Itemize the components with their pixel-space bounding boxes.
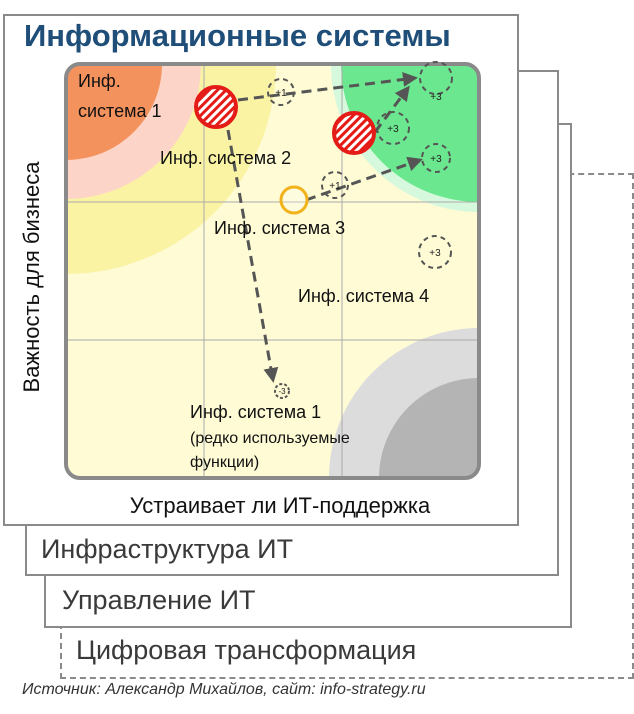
system-1-label-line1: Инф. [78, 71, 121, 91]
marker-value: +3 [430, 92, 442, 103]
marker-value: -3 [278, 387, 286, 396]
marker-value: +1 [329, 181, 341, 192]
system-1-marker [194, 85, 238, 129]
system-1-rare-label-line2: (редко используемые [190, 430, 350, 447]
system-2-marker [332, 111, 376, 155]
system-1-rare-label-line1: Инф. система 1 [190, 402, 322, 422]
target-marker [321, 171, 349, 199]
arrow-s1-right [237, 72, 418, 102]
source-caption: Источник: Александр Михайлов, сайт: info… [22, 681, 426, 698]
target-marker [418, 235, 452, 269]
it-infrastructure-label: Инфраструктура ИТ [41, 534, 294, 564]
digital-transformation-label: Цифровая трансформация [76, 635, 417, 665]
zone-red [66, 64, 162, 160]
target-marker [274, 383, 290, 399]
system-3-marker [279, 185, 309, 215]
marker-value: +3 [430, 154, 442, 165]
page-title: Информационные системы [24, 18, 451, 53]
arrow-s2-up [373, 85, 410, 133]
x-axis-label: Устраивает ли ИТ-поддержка [129, 493, 431, 518]
target-marker [421, 143, 451, 173]
target-marker [419, 61, 453, 95]
marker-value: +3 [429, 248, 441, 259]
matrix-border [64, 62, 481, 480]
zone-dark-gray [379, 378, 479, 478]
target-marker [267, 78, 295, 106]
it-management-label: Управление ИТ [62, 585, 256, 615]
system-2-label: Инф. система 2 [160, 148, 292, 168]
system-1-label-line2: система 1 [78, 101, 162, 121]
zone-yellow [66, 64, 276, 274]
target-marker [376, 111, 410, 145]
system-3-label: Инф. система 3 [214, 218, 346, 238]
marker-value: +1 [275, 88, 287, 99]
zone-green [341, 64, 479, 202]
system-4-label: Инф. система 4 [298, 286, 430, 306]
system-1-rare-label-line3: функции) [190, 454, 260, 471]
arrow-s1-down [226, 129, 279, 383]
zone-gray [329, 328, 479, 478]
marker-value: +3 [387, 124, 399, 135]
